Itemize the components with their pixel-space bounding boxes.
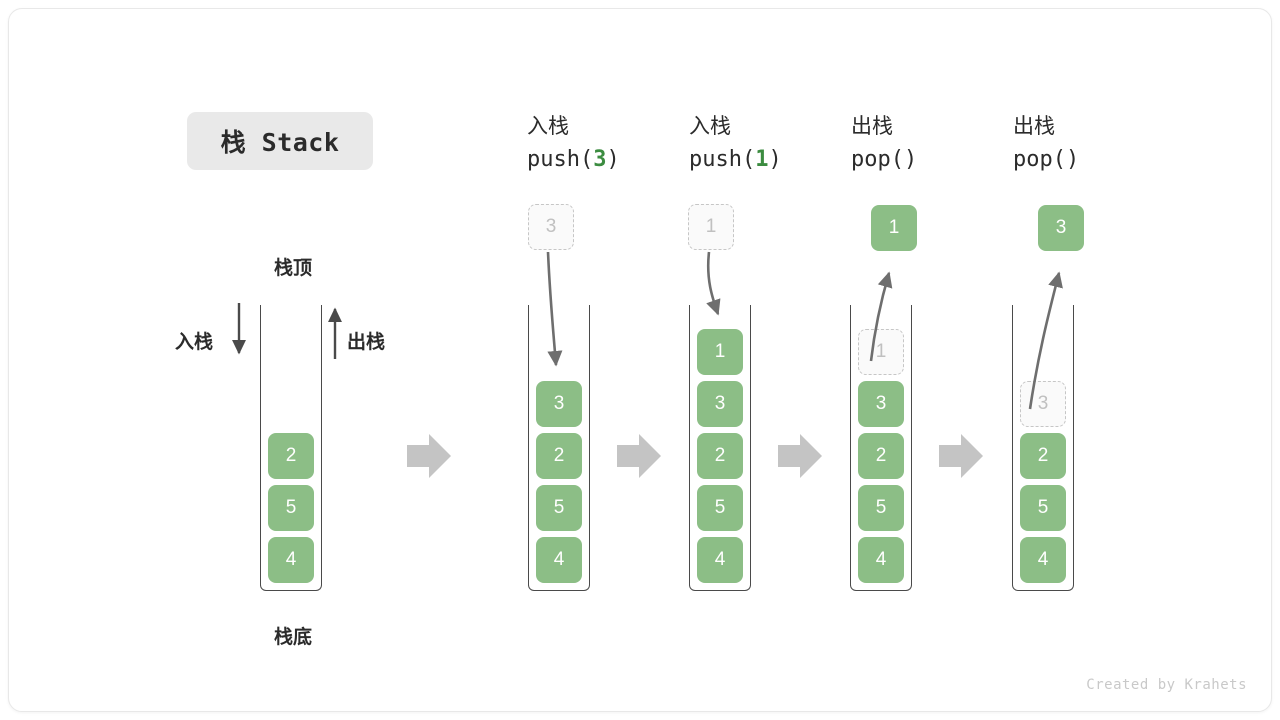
step-1-operation: push(3): [527, 145, 620, 175]
step-3-floating-cell: 1: [871, 205, 917, 251]
step-3-stack-cell-4: 4: [858, 537, 904, 583]
step-2-floating-cell: 1: [688, 204, 734, 250]
credit-text: Created by Krahets: [1086, 677, 1247, 693]
main-stack-cell-0: 2: [268, 433, 314, 479]
step-3-cn-label: 出栈: [851, 115, 893, 138]
step-1-header: 入栈 push(3): [527, 115, 620, 175]
page-title: 栈 Stack: [220, 128, 340, 157]
pop-direction-label: 出栈: [347, 332, 386, 353]
step-2-stack-cell-2: 2: [697, 433, 743, 479]
transition-arrow-2-icon: [617, 434, 661, 478]
step-1-stack-cell-0: 3: [536, 381, 582, 427]
stack-top-label: 栈顶: [273, 258, 312, 279]
step-4-cn-label: 出栈: [1013, 115, 1055, 138]
step-3-op-prefix: pop(: [851, 147, 904, 172]
step-3-operation: pop(): [851, 145, 917, 175]
step-1-stack-cell-3: 4: [536, 537, 582, 583]
step-1-stack-cell-1: 2: [536, 433, 582, 479]
step-3-op-suffix: ): [903, 147, 918, 172]
step-4-stack-cell-3: 4: [1020, 537, 1066, 583]
step-3-stack-cell-3: 5: [858, 485, 904, 531]
step-3-stack-cell-2: 2: [858, 433, 904, 479]
step-2-op-prefix: push(: [689, 147, 756, 172]
step-2-operation: push(1): [689, 145, 782, 175]
step-4-stack-cell-2: 5: [1020, 485, 1066, 531]
step-4-operation: pop(): [1013, 145, 1079, 175]
step-2-stack-cell-1: 3: [697, 381, 743, 427]
push-direction-label: 入栈: [175, 332, 214, 353]
step-2-stack-container: [689, 305, 751, 591]
step-4-header: 出栈 pop(): [1013, 115, 1079, 175]
step-2-stack-cell-3: 5: [697, 485, 743, 531]
step-2-stack-cell-0: 1: [697, 329, 743, 375]
step-1-stack-container: [528, 305, 590, 591]
main-stack-container: [260, 305, 322, 591]
transition-arrow-1-icon: [407, 434, 451, 478]
step-2-stack-cell-4: 4: [697, 537, 743, 583]
step-4-floating-cell: 3: [1038, 205, 1084, 251]
step-3-stack-cell-0: 1: [858, 329, 904, 375]
step-2-cn-label: 入栈: [689, 115, 731, 138]
transition-arrow-4-icon: [939, 434, 983, 478]
step-3-header: 出栈 pop(): [851, 115, 917, 175]
step-1-op-arg: 3: [593, 147, 607, 172]
step-1-op-suffix: ): [606, 147, 620, 172]
stack-bottom-label: 栈底: [273, 627, 312, 648]
step-4-stack-container: [1012, 305, 1074, 591]
main-stack-cell-2: 4: [268, 537, 314, 583]
step-3-stack-container: [850, 305, 912, 591]
transition-arrow-3-icon: [778, 434, 822, 478]
diagram-card: 栈 Stack 栈顶 栈底 入栈 出栈 2 5 4 入栈 push(3) 3 3…: [8, 8, 1272, 712]
step-2-op-suffix: ): [768, 147, 782, 172]
step-1-floating-cell: 3: [528, 204, 574, 250]
step-4-stack-cell-1: 2: [1020, 433, 1066, 479]
title-chip: 栈 Stack: [187, 112, 373, 170]
step-2-op-arg: 1: [755, 147, 769, 172]
step-1-cn-label: 入栈: [527, 115, 569, 138]
step-1-stack-cell-2: 5: [536, 485, 582, 531]
step-2-header: 入栈 push(1): [689, 115, 782, 175]
step-1-op-prefix: push(: [527, 147, 594, 172]
step-4-stack-cell-0: 3: [1020, 381, 1066, 427]
step-4-op-prefix: pop(: [1013, 147, 1066, 172]
step-4-op-suffix: ): [1065, 147, 1080, 172]
step-3-stack-cell-1: 3: [858, 381, 904, 427]
main-stack-cell-1: 5: [268, 485, 314, 531]
